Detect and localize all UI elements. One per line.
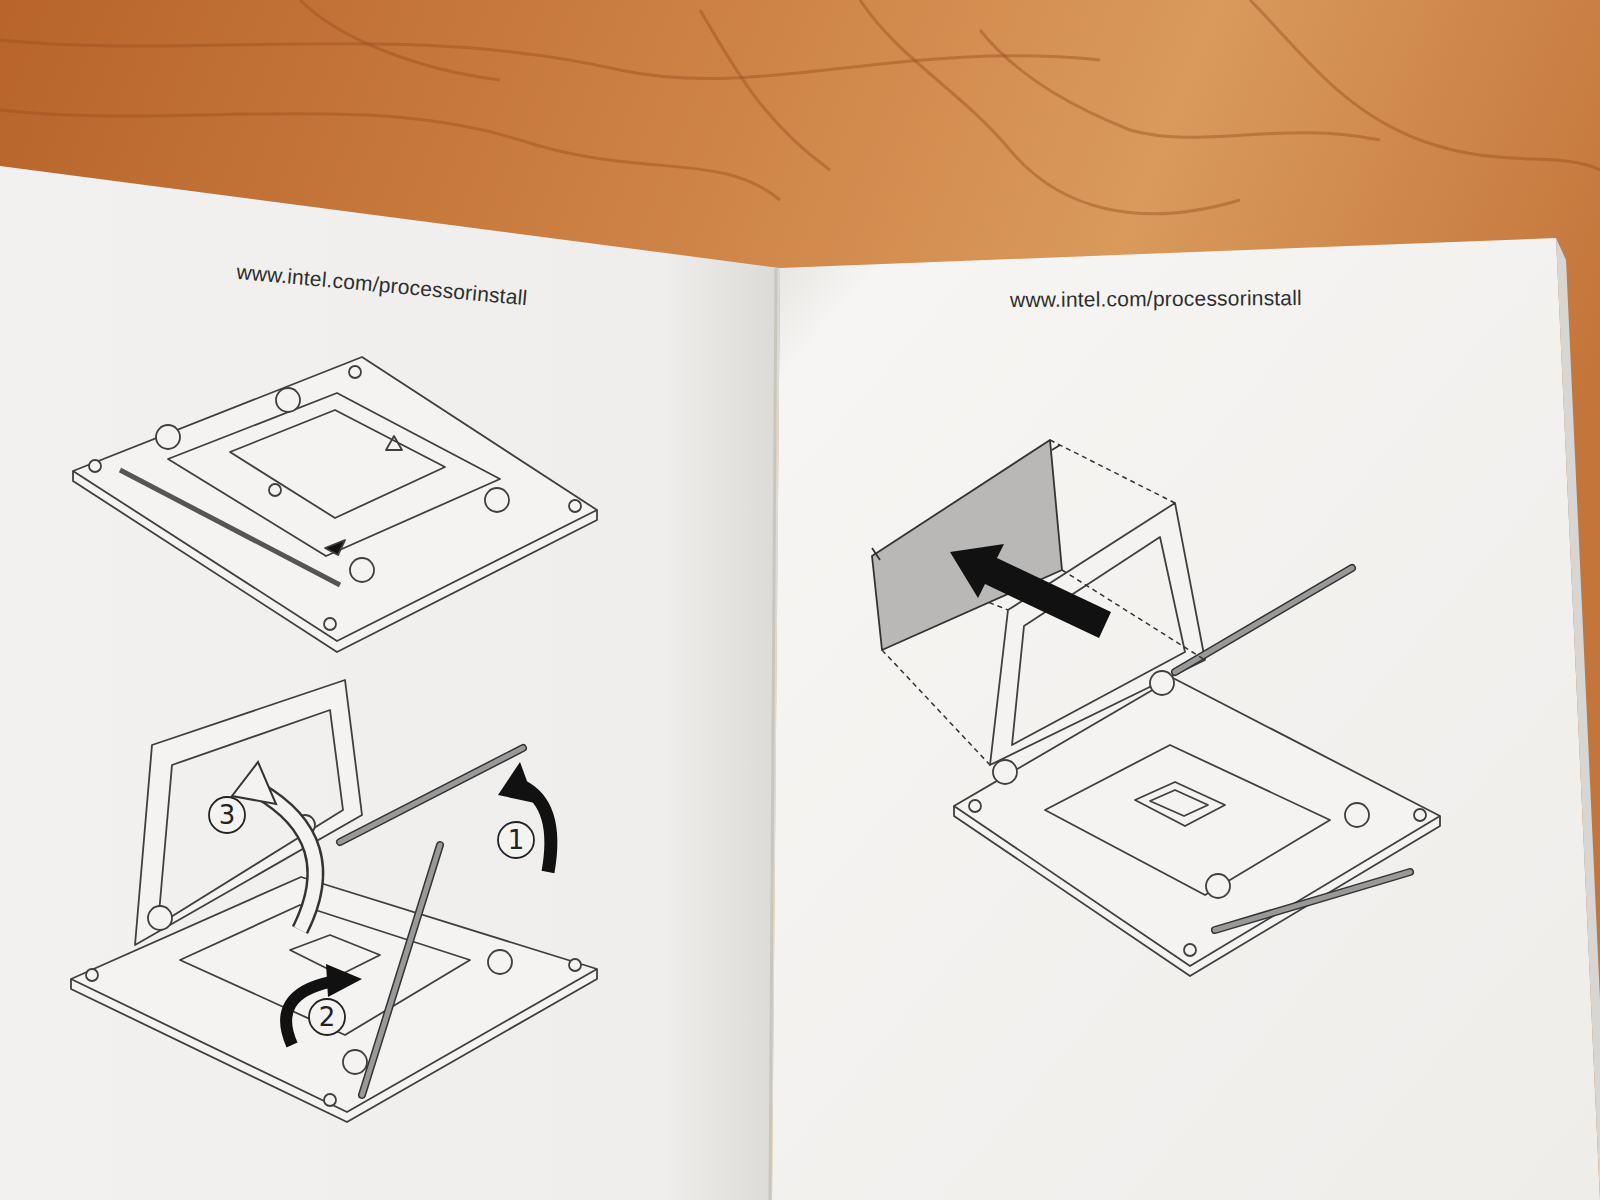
page-header-url: www.intel.com/processorinstall	[1010, 286, 1302, 309]
callout-number: 3	[219, 802, 236, 828]
callout-number: 2	[319, 1004, 336, 1030]
callout-number: 1	[508, 827, 525, 853]
